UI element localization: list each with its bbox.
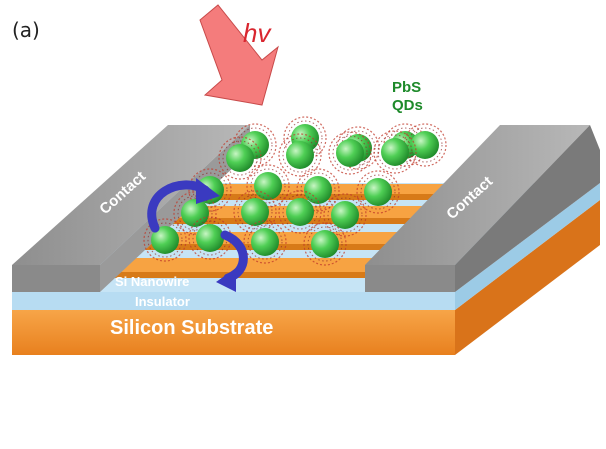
quantum-dot <box>373 130 417 174</box>
quantum-dot <box>403 123 447 167</box>
silicon-substrate <box>12 200 600 355</box>
quantum-dot <box>323 193 367 237</box>
quantum-dot <box>303 222 347 266</box>
quantum-dot <box>356 170 400 214</box>
pbs-quantum-dots <box>143 116 447 266</box>
insulator-label: Insulator <box>135 294 190 309</box>
contact-right <box>365 125 600 292</box>
quantum-dot <box>328 131 372 175</box>
photon-label: hv <box>243 18 272 48</box>
quantum-dot <box>143 218 187 262</box>
photon-arrow-icon <box>199 4 279 106</box>
qd-label-line1: PbS <box>392 79 421 96</box>
contact-left <box>12 125 250 292</box>
panel-label: (a) <box>12 18 40 42</box>
qd-label-line2: QDs <box>392 97 423 114</box>
charge-transfer-arrow-icon <box>147 178 248 292</box>
substrate-label: Silicon Substrate <box>110 317 273 339</box>
quantum-dot <box>278 190 322 234</box>
quantum-dot <box>173 191 217 235</box>
quantum-dot <box>296 168 340 212</box>
quantum-dot <box>218 136 262 180</box>
quantum-dot <box>278 133 322 177</box>
nanowire-label: Si Nanowire <box>115 274 189 289</box>
quantum-dot <box>243 220 287 264</box>
